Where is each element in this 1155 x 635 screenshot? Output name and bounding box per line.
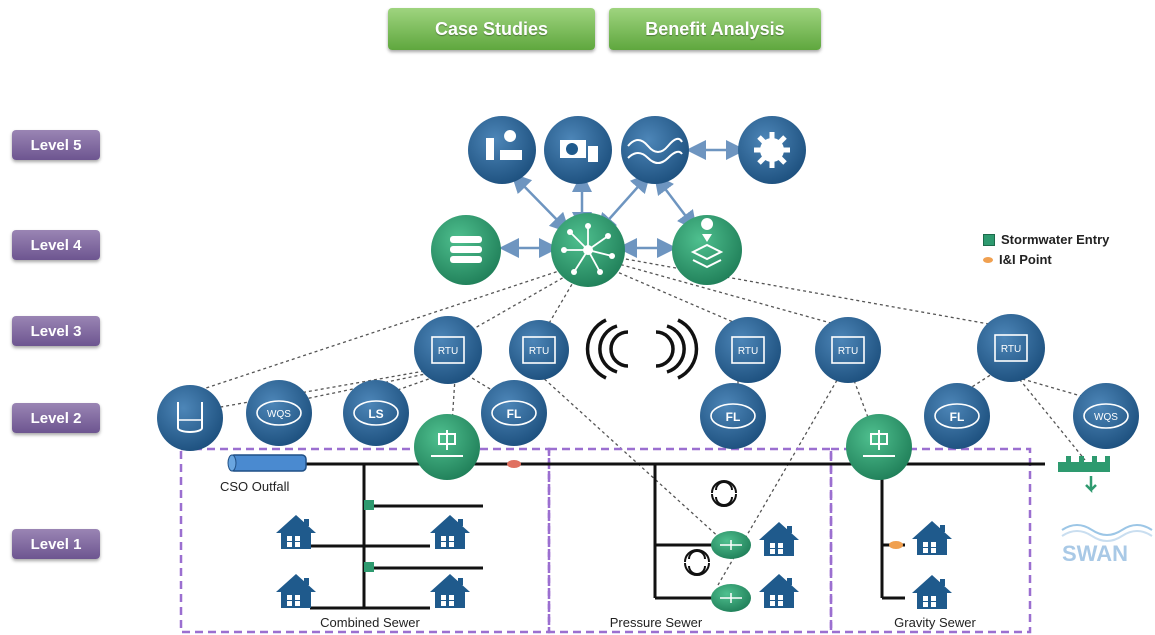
- house-icons: [276, 515, 952, 609]
- stormwater-entry-marker: [364, 500, 374, 510]
- dotted-links: [199, 257, 1096, 586]
- pressure-sewer-label: Pressure Sewer: [610, 615, 703, 630]
- rtu-label: RTU: [838, 346, 858, 357]
- rtu-label: RTU: [1001, 344, 1021, 355]
- legend-stormwater-entry: Stormwater Entry: [983, 232, 1109, 247]
- stormwater-entry-marker: [364, 562, 374, 572]
- gravity-sewer-label: Gravity Sewer: [894, 615, 976, 630]
- sewer-zones: [179, 447, 1032, 634]
- fl-label: FL: [726, 410, 741, 424]
- level-5-label[interactable]: Level 5: [12, 130, 100, 160]
- level5-icons: [468, 116, 806, 184]
- level2-devices: [157, 380, 1139, 451]
- cso-outfall-pipe-icon: [227, 454, 307, 472]
- stormwater-entry-icon: [983, 233, 995, 246]
- wqs-label: WQS: [267, 409, 291, 420]
- level4-icons: [431, 213, 742, 287]
- case-studies-button[interactable]: Case Studies: [388, 8, 595, 50]
- wqs-label: WQS: [1094, 412, 1118, 423]
- svg-text:SWAN: SWAN: [1062, 541, 1128, 566]
- rtu-label: RTU: [738, 346, 758, 357]
- wireless-signal-icon: [585, 318, 699, 380]
- legend-ii-label: I&I Point: [999, 252, 1052, 267]
- legend-ii-point: I&I Point: [983, 252, 1052, 267]
- trend-wave-icon: [621, 116, 689, 184]
- cso-outfall-label: CSO Outfall: [220, 479, 289, 494]
- legend-stormwater-label: Stormwater Entry: [1001, 232, 1110, 247]
- water-outlet-icon: [1058, 456, 1110, 494]
- rtu-nodes: [414, 314, 1045, 384]
- swan-logo: SWAN: [1061, 524, 1153, 566]
- map-layers-icon: [672, 215, 742, 285]
- ii-point-marker: [889, 541, 903, 549]
- rtu-label: RTU: [438, 346, 458, 357]
- manhole-sensor-icon: [414, 414, 912, 480]
- combined-sewer-label: Combined Sewer: [320, 615, 420, 630]
- level-1-label[interactable]: Level 1: [12, 529, 100, 559]
- fl-label: FL: [950, 410, 965, 424]
- fl-label: FL: [507, 407, 522, 421]
- ls-label: LS: [368, 407, 383, 421]
- ii-point-icon: [983, 256, 993, 263]
- benefit-analysis-button[interactable]: Benefit Analysis: [609, 8, 821, 50]
- level-4-label[interactable]: Level 4: [12, 230, 100, 260]
- level-2-label[interactable]: Level 2: [12, 403, 100, 433]
- ii-point-marker: [507, 460, 521, 468]
- rtu-label: RTU: [529, 346, 549, 357]
- level-3-label[interactable]: Level 3: [12, 316, 100, 346]
- small-signal-icon: [684, 480, 737, 576]
- tank-sensor-icon: [157, 385, 223, 451]
- grinder-pump-icon: [711, 531, 751, 612]
